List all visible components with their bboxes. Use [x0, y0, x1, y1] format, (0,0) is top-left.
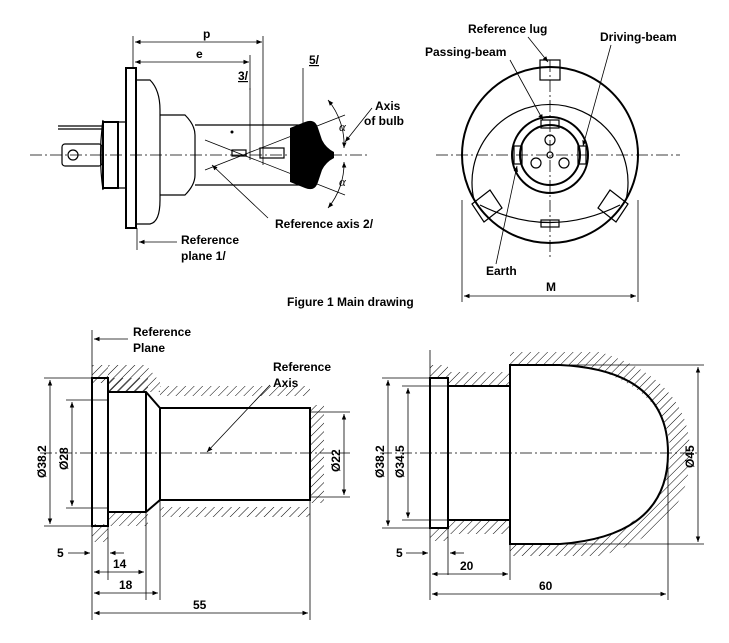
label-e: e: [196, 47, 203, 61]
ref-axis-bl-1: Reference: [273, 360, 331, 374]
bottom-left-gauge: Reference Plane Reference Axis Ø38.2 Ø28…: [35, 325, 350, 620]
bulb-cap: [290, 120, 334, 190]
earth-label: Earth: [486, 264, 517, 278]
reference-axis-label: Reference axis 2/: [275, 217, 374, 231]
label-m: M: [546, 280, 556, 294]
axis-of-bulb-label-2: of bulb: [364, 114, 404, 128]
dim-bl-d28: Ø28: [57, 447, 71, 470]
axis-of-bulb-label-1: Axis: [375, 99, 401, 113]
alpha-upper: α: [339, 119, 347, 134]
reference-plane-label-1: Reference: [181, 233, 239, 247]
ref-plane-bl-1: Reference: [133, 325, 191, 339]
front-view: Reference lug Passing-beam Driving-beam …: [425, 22, 680, 302]
dim-bl-d38: Ø38.2: [35, 445, 49, 478]
pin-earth: [513, 145, 523, 165]
dim-bl-d22: Ø22: [329, 449, 343, 472]
tab-hole: [67, 149, 79, 161]
dim-bl-14: 14: [113, 557, 127, 571]
lug-bottom: [540, 219, 560, 228]
reference-lug-label: Reference lug: [468, 22, 547, 36]
note-3: 3/: [238, 69, 249, 83]
gauge-outline-left: [91, 377, 311, 527]
filament-shield: [259, 147, 285, 159]
note-5: 5/: [309, 53, 320, 67]
filament-1: [231, 149, 247, 157]
pin-passing: [540, 119, 560, 129]
driving-beam-label: Driving-beam: [600, 30, 677, 44]
pin-driving: [577, 145, 587, 165]
socket-inner: [519, 124, 581, 186]
dim-br-20: 20: [460, 559, 474, 573]
flange: [125, 67, 137, 229]
reference-lug: [539, 59, 561, 81]
side-view: p e 3/ 5/ α α Axis of bulb Reference axi…: [30, 27, 404, 263]
lug-right: [597, 189, 629, 223]
dim-br-d345: Ø34.5: [393, 445, 407, 478]
ref-plane-bl-2: Plane: [133, 341, 165, 355]
figure-caption: Figure 1 Main drawing: [287, 295, 414, 309]
dim-bl-5: 5: [57, 546, 64, 560]
dim-br-d45: Ø45: [683, 445, 697, 468]
dim-bl-55: 55: [193, 598, 207, 612]
bottom-right-gauge: Ø38.2 Ø34.5 Ø45 5 20 60: [373, 350, 704, 600]
passing-beam-label: Passing-beam: [425, 45, 506, 59]
outer-flange-circle: [461, 66, 639, 244]
dim-br-60: 60: [539, 579, 553, 593]
socket-outer: [511, 116, 589, 194]
lug-left: [471, 189, 503, 223]
ref-axis-bl-2: Axis: [273, 376, 299, 390]
alpha-lower: α: [339, 174, 347, 189]
dim-br-5: 5: [396, 546, 403, 560]
reference-plane-label-2: plane 1/: [181, 249, 226, 263]
label-p: p: [203, 27, 210, 41]
dim-bl-18: 18: [119, 578, 133, 592]
dim-br-d38: Ø38.2: [373, 445, 387, 478]
gauge-outline-right: [429, 364, 670, 545]
